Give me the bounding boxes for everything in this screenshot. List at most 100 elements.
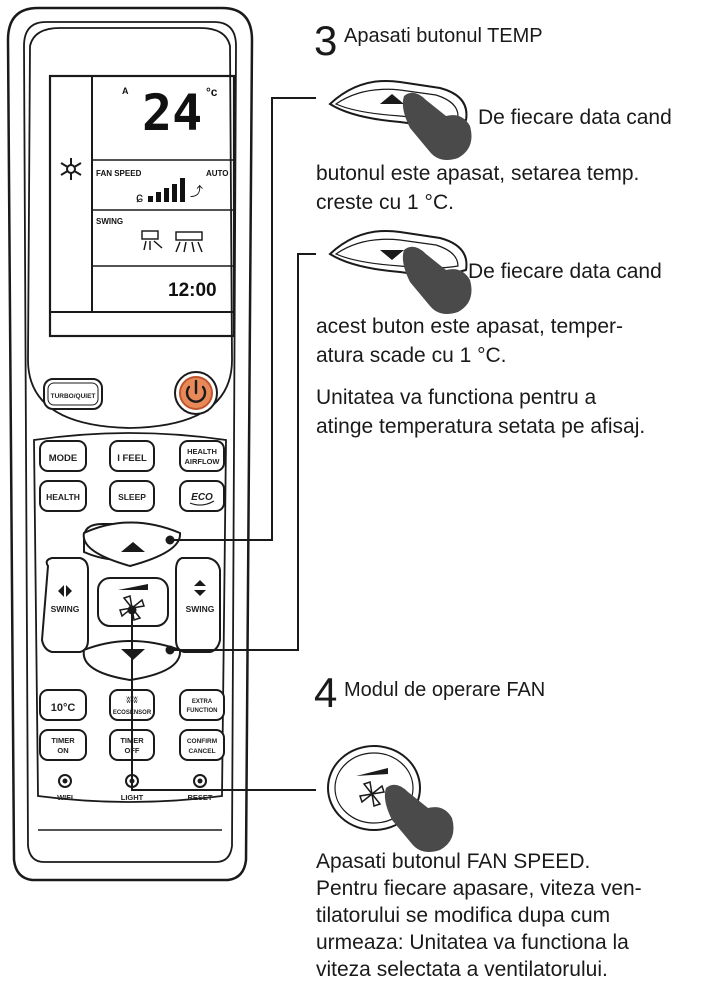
step3-up-caption: De fiecare data cand xyxy=(478,106,672,129)
lcd-clock: 12:00 xyxy=(168,280,217,301)
timer-on-button[interactable]: TIMER ON xyxy=(39,729,87,761)
reset-button[interactable]: RESET xyxy=(187,774,213,802)
lcd-fan-speed-label: FAN SPEED xyxy=(96,169,142,178)
wifi-label: WIFI xyxy=(57,793,73,802)
leader-fan xyxy=(131,610,316,791)
leader-down xyxy=(172,253,316,651)
swing-left-arrow-icon xyxy=(58,585,64,597)
step3-up-line1: butonul este apasat, setarea temp. xyxy=(316,162,640,185)
eco-label: ECO xyxy=(191,492,213,503)
hand-pointer-icon xyxy=(402,92,472,160)
lcd-temperature: 24 xyxy=(142,84,202,142)
extra-function-label-2: FUNCTION xyxy=(187,708,218,714)
leader-up-dot xyxy=(165,535,175,545)
swing-right-label: SWING xyxy=(186,604,215,614)
swing-horizontal-icon xyxy=(175,231,203,253)
swing-vertical-icon xyxy=(141,230,163,251)
step3-down-line1: acest buton este apasat, temper- xyxy=(316,315,624,338)
power-button[interactable] xyxy=(174,371,218,415)
leader-down-dot xyxy=(165,645,175,655)
wifi-button[interactable]: WIFI xyxy=(57,774,73,802)
swing-right-arrow-icon xyxy=(66,585,72,597)
ten-degree-button[interactable]: 10°C xyxy=(39,689,87,721)
i-feel-label: I FEEL xyxy=(117,453,147,464)
mode-label: MODE xyxy=(49,453,78,464)
remote-control xyxy=(6,6,254,882)
step4-line5: viteza selectata a ventilatorului. xyxy=(316,958,608,981)
step3-down-line2: atura scade cu 1 °C. xyxy=(316,344,507,367)
lcd-frame xyxy=(48,74,236,338)
lcd-unit: °c xyxy=(206,85,218,99)
fan-speed-bars xyxy=(148,178,185,202)
callout-fan-wedge-icon xyxy=(356,768,388,776)
fan-speed-wedge-icon xyxy=(118,584,148,590)
leader-up xyxy=(172,97,316,541)
remote-outer-shell xyxy=(6,6,254,882)
hand-pointer-icon-2 xyxy=(402,246,472,314)
callout-fan-button xyxy=(327,745,454,852)
light-label: LIGHT xyxy=(121,793,144,802)
swing-down-arrow-icon xyxy=(194,590,206,596)
lcd-swing-label: SWING xyxy=(96,217,123,226)
power-icon xyxy=(185,379,207,403)
step4-title: Modul de operare FAN xyxy=(344,679,546,701)
turbo-quiet-label: TURBO/QUIET xyxy=(51,393,96,400)
temp-up-button[interactable] xyxy=(82,521,182,568)
sleep-button[interactable]: SLEEP xyxy=(109,480,155,512)
i-feel-button[interactable]: I FEEL xyxy=(109,440,155,472)
extra-function-label-1: EXTRA xyxy=(192,699,213,705)
arrow-up-icon xyxy=(121,542,145,552)
callout-up-button xyxy=(328,80,472,160)
swing-left-button[interactable]: SWING xyxy=(40,557,89,653)
lcd-temp-marker: A xyxy=(122,86,129,96)
swing-right-button[interactable]: SWING xyxy=(175,557,221,653)
eco-button[interactable]: ECO xyxy=(179,480,225,512)
step4-number: 4 xyxy=(314,669,338,716)
confirm-cancel-button[interactable]: CONFIRM CANCEL xyxy=(179,729,225,761)
step3-number: 3 xyxy=(314,17,338,64)
hand-pointer-icon-3 xyxy=(384,784,454,852)
mode-button[interactable]: MODE xyxy=(39,440,87,472)
turbo-quiet-button[interactable]: TURBO/QUIET xyxy=(43,378,103,410)
step4-line4: urmeaza: Unitatea va functiona la xyxy=(316,931,629,954)
swing-left-label: SWING xyxy=(51,604,80,614)
leader-fan-dot xyxy=(127,605,137,615)
display-bezel xyxy=(27,27,233,429)
confirm-cancel-label-1: CONFIRM xyxy=(187,738,217,745)
callout-up-arrow-icon xyxy=(380,94,404,104)
health-label: HEALTH xyxy=(46,492,80,502)
fan-speed-button[interactable] xyxy=(97,577,169,627)
fan-speed-low-icon: ɕ xyxy=(136,189,143,205)
cool-mode-icon xyxy=(60,158,82,180)
lcd-screen: A 24 °c FAN SPEED AUTO ɕ ⤴ SWING xyxy=(48,74,236,338)
health-airflow-label-1: HEALTH xyxy=(187,447,217,456)
fan-icon xyxy=(119,595,145,621)
step3-note-line2: atinge temperatura setata pe afisaj. xyxy=(316,415,646,438)
step4-line1: Apasati butonul FAN SPEED. xyxy=(316,850,591,873)
button-panel xyxy=(33,432,227,803)
step3-down-caption: De fiecare data cand xyxy=(468,260,662,283)
step4-line3: tilatorului se modifica dupa cum xyxy=(316,904,611,927)
lcd-auto-label: AUTO xyxy=(206,169,229,178)
fan-speed-high-icon: ⤴ xyxy=(190,184,203,199)
ten-degree-label: 10°C xyxy=(51,702,76,714)
extra-function-button[interactable]: EXTRA FUNCTION xyxy=(179,689,225,721)
confirm-cancel-label-2: CANCEL xyxy=(188,748,215,755)
step3-note-line1: Unitatea va functiona pentru a xyxy=(316,386,597,409)
health-button[interactable]: HEALTH xyxy=(39,480,87,512)
remote-inner-shell xyxy=(23,21,237,863)
timer-on-label-1: TIMER xyxy=(51,736,75,745)
callout-fan-icon xyxy=(359,781,385,807)
callout-down-arrow-icon xyxy=(380,250,404,260)
health-airflow-label-2: AIRFLOW xyxy=(185,457,221,466)
sleep-label: SLEEP xyxy=(118,492,146,502)
step4-line2: Pentru fiecare apasare, viteza ven- xyxy=(316,877,642,900)
timer-on-label-2: ON xyxy=(57,746,68,755)
leader-lines xyxy=(131,97,316,791)
eco-swoosh-icon xyxy=(189,500,215,506)
step3-title: Apasati butonul TEMP xyxy=(344,25,543,47)
reset-label: RESET xyxy=(187,793,212,802)
swing-up-arrow-icon xyxy=(194,580,206,586)
health-airflow-button[interactable]: HEALTH AIRFLOW xyxy=(179,440,225,472)
